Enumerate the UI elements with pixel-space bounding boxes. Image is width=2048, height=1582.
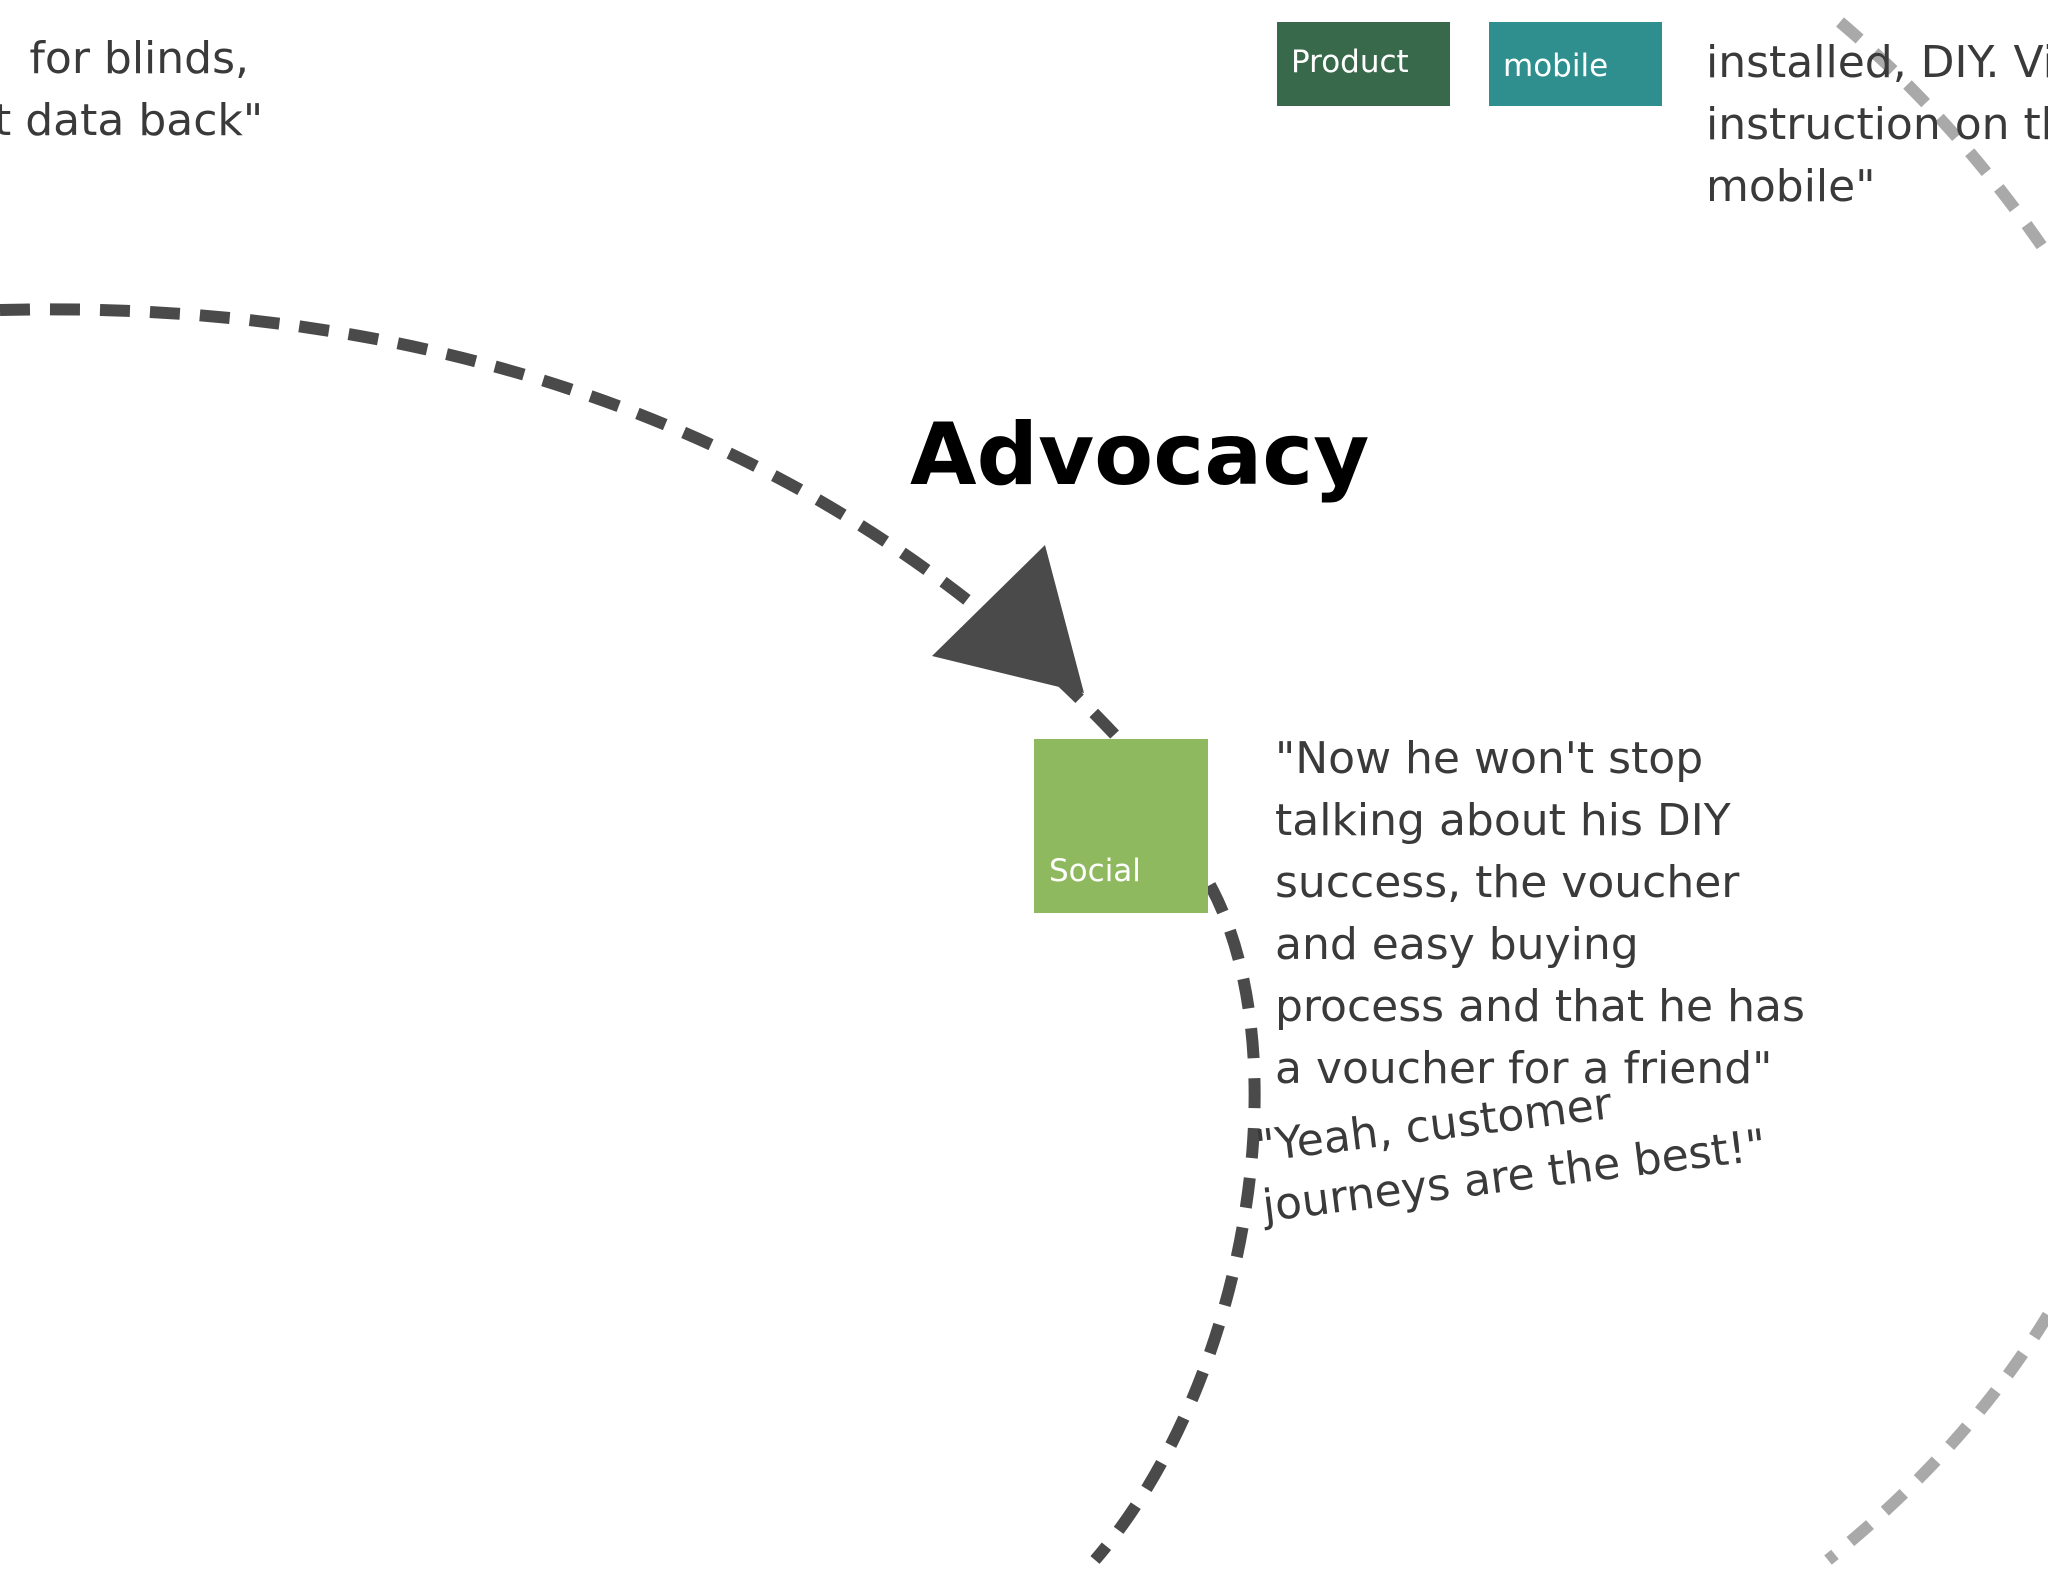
quote-advocacy-line-1: "Now he won't stop <box>1275 733 1704 784</box>
quote-top-right: installed, DIY. Vid instruction on th mo… <box>1706 32 2048 218</box>
tag-social-label: Social <box>1049 853 1141 889</box>
arrow-head-icon <box>932 545 1084 693</box>
journey-path-right-upper <box>1836 17 2048 259</box>
tag-social: Social <box>1034 739 1208 913</box>
quote-top-right-line-2: instruction on th <box>1706 99 2048 150</box>
journey-path-right-lower <box>1824 1311 2048 1565</box>
quote-advocacy: "Now he won't stop talking about his DIY… <box>1275 728 1805 1100</box>
journey-path-dashed-lower <box>1090 882 1261 1564</box>
tag-product-label: Product <box>1291 44 1409 80</box>
quote-advocacy-line-5: process and that he has <box>1275 981 1805 1032</box>
tag-mobile-label: mobile <box>1503 48 1609 84</box>
quote-advocacy-line-6: a voucher for a friend" <box>1275 1043 1773 1094</box>
quote-top-right-line-1: installed, DIY. Vid <box>1706 37 2048 88</box>
tag-product: Product <box>1277 22 1450 106</box>
quote-top-left: for blinds, t data back" <box>0 28 263 152</box>
journey-path-dashed <box>0 303 1120 740</box>
quote-top-left-line-1: for blinds, <box>29 33 249 84</box>
quote-advocacy-line-4: and easy buying <box>1275 919 1639 970</box>
quote-advocacy-line-3: success, the voucher <box>1275 857 1740 908</box>
quote-advocacy-line-2: talking about his DIY <box>1275 795 1731 846</box>
tag-mobile: mobile <box>1489 22 1662 106</box>
quote-top-left-line-2: t data back" <box>0 95 264 146</box>
stage-heading-advocacy: Advocacy <box>910 405 1370 505</box>
quote-top-right-line-3: mobile" <box>1706 161 1876 212</box>
